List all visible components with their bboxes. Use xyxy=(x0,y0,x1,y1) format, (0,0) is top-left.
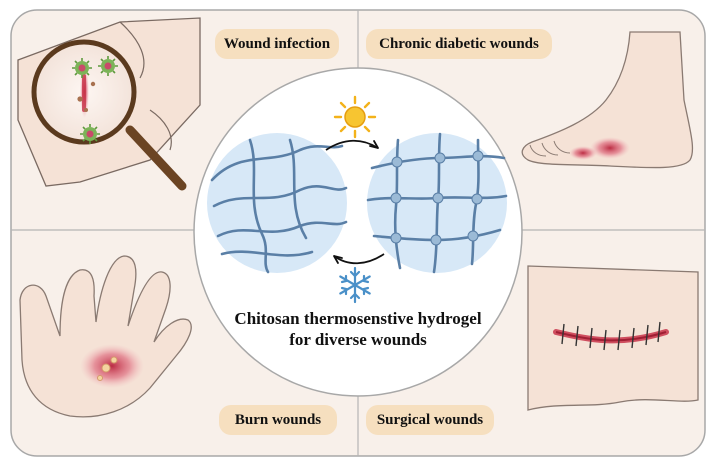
label-chronic-diabetic-wounds: Chronic diabetic wounds xyxy=(366,29,552,59)
germ-icons xyxy=(72,56,118,144)
center-caption-line2: for diverse wounds xyxy=(289,330,427,349)
snowflake-icon xyxy=(339,266,371,304)
foot-illustration xyxy=(521,31,694,169)
heating-arrow xyxy=(325,139,379,151)
cooling-arrow xyxy=(333,253,385,265)
sutured-skin-illustration xyxy=(527,265,699,411)
label-wound-infection: Wound infection xyxy=(215,29,339,59)
hand-illustration xyxy=(19,255,192,418)
label-surgical-wounds: Surgical wounds xyxy=(366,405,494,435)
label-burn-wounds: Burn wounds xyxy=(219,405,337,435)
center-caption-line1: Chitosan thermosenstive hydrogel xyxy=(234,309,482,328)
loose-chain-network xyxy=(207,133,348,274)
crosslinked-gel-network xyxy=(366,132,508,274)
sun-icon xyxy=(333,95,377,139)
